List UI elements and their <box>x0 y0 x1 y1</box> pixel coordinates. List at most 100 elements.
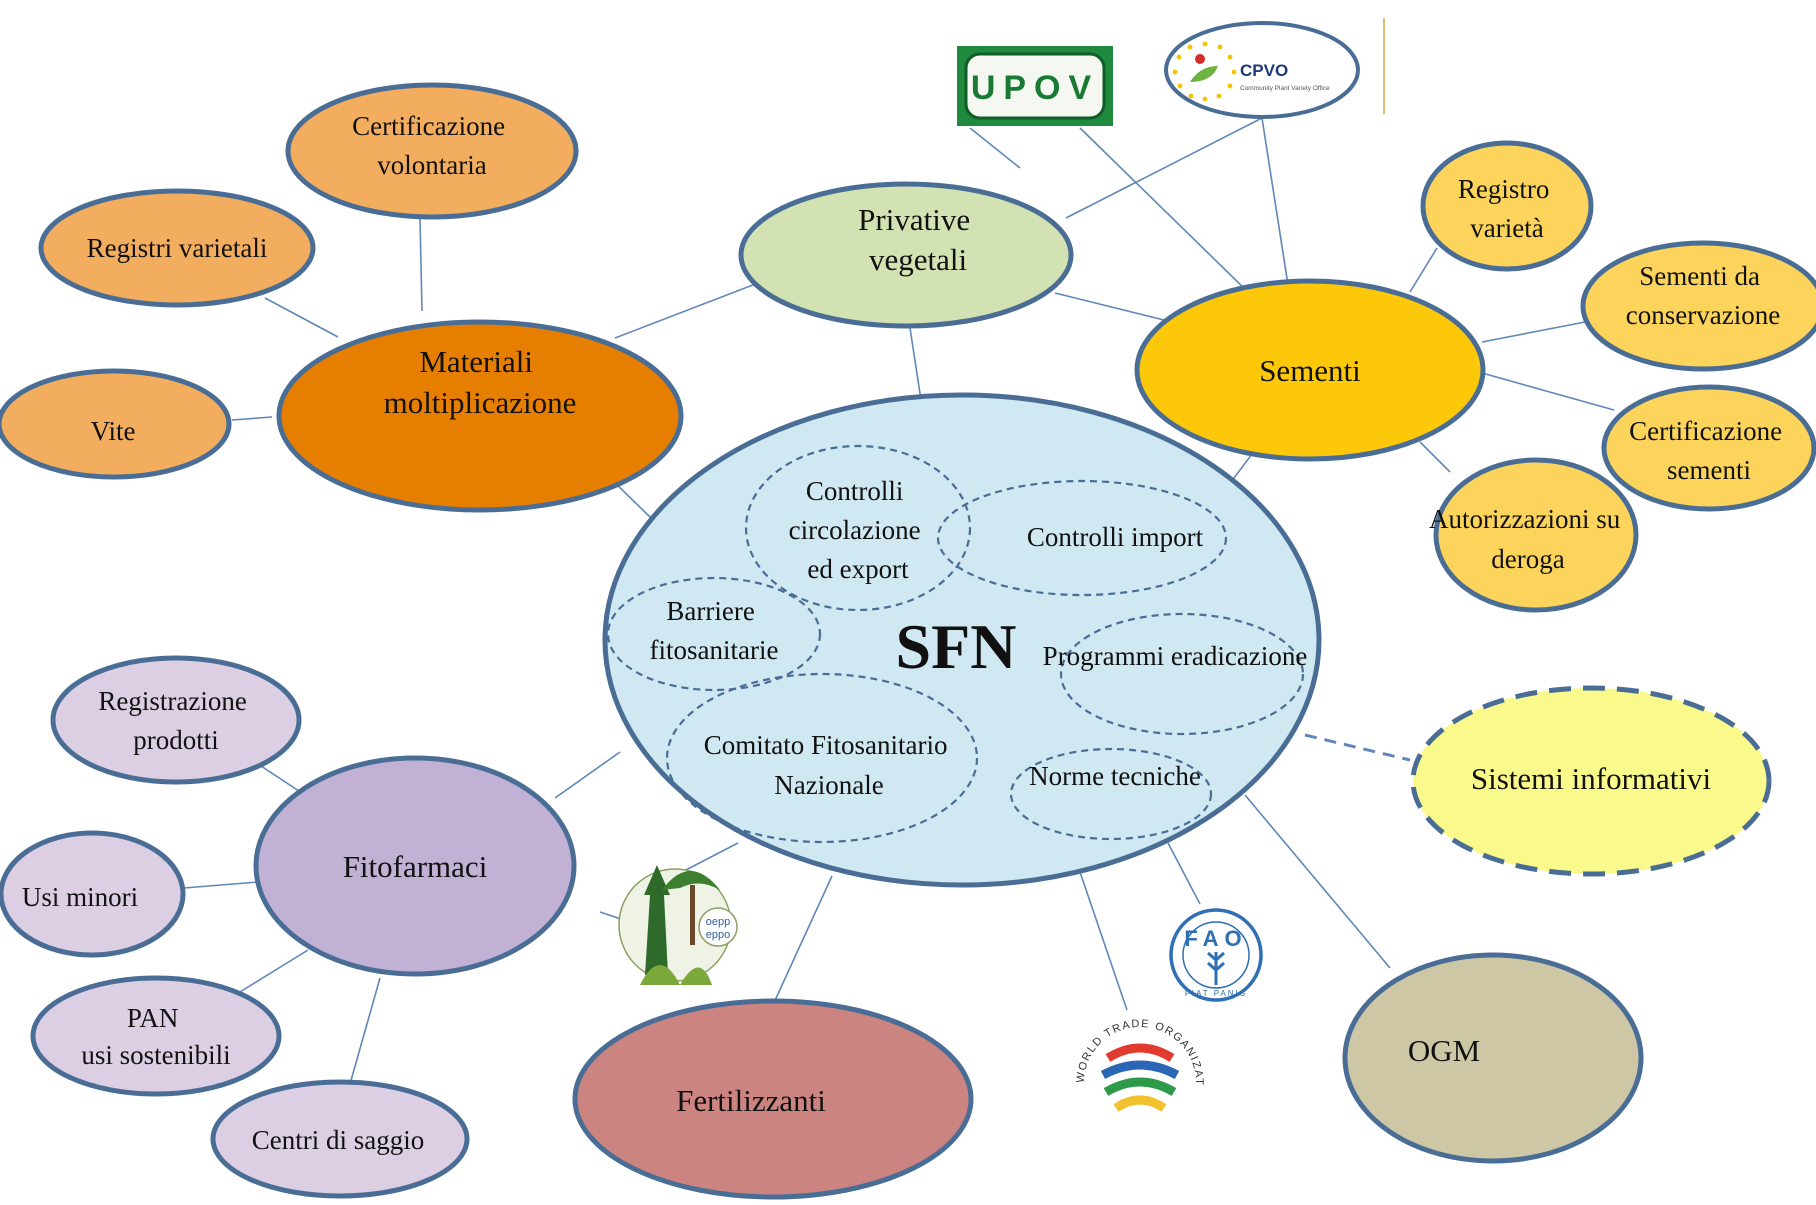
registro-varieta-line2: varietà <box>1470 213 1543 243</box>
fao-logo-motto: FIAT PANIS <box>1185 989 1247 998</box>
eppo-trunk-icon <box>690 885 695 945</box>
barriere-line1: Barriere <box>666 596 754 626</box>
registrazione-prodotti-label: Registrazione prodotti <box>98 686 253 755</box>
programmi-label: Programmi eradicazione <box>1043 641 1308 671</box>
ogm-label: OGM <box>1408 1033 1480 1068</box>
node-registri-varietali[interactable] <box>38 188 316 308</box>
centri-saggio-label: Centri di saggio <box>252 1125 424 1155</box>
registrazione-prodotti-line2: prodotti <box>133 725 219 755</box>
node-sementi[interactable] <box>1134 278 1486 462</box>
autorizzazioni-label: Autorizzazioni su deroga <box>1429 504 1627 574</box>
norme-label: Norme tecniche <box>1029 761 1201 791</box>
fertilizzanti-label: Fertilizzanti <box>676 1083 826 1118</box>
subtopic-barriere[interactable] <box>606 576 822 692</box>
node-certificazione-sementi[interactable] <box>1601 384 1816 512</box>
node-vite[interactable] <box>0 368 232 480</box>
subtopic-controlli-circolazione[interactable] <box>744 444 972 612</box>
connector-cpvo-sementi <box>1261 117 1289 286</box>
registro-varieta-label: Registro varietà <box>1458 174 1556 243</box>
node-sistemi-informativi[interactable] <box>1410 685 1772 877</box>
connector-privative-cpvo <box>1065 117 1263 219</box>
node-ogm[interactable] <box>1342 952 1644 1164</box>
cpvo-logo[interactable]: CPVO Community Plant Variety Office <box>1164 21 1360 119</box>
privative-label-line2: vegetali <box>869 242 968 277</box>
certificazione-volontaria-label: Certificazione volontaria <box>352 111 512 180</box>
upov-logo-frame <box>964 52 1106 120</box>
fao-logo-inner-ring <box>1182 921 1250 989</box>
node-usi-minori[interactable] <box>0 830 186 958</box>
subtopic-norme[interactable] <box>1009 747 1213 841</box>
connector-sfn-ogm <box>1244 794 1391 969</box>
vite-label: Vite <box>91 416 136 446</box>
cpvo-red-dot-icon <box>1195 54 1205 64</box>
materiali-label-line1: Materiali <box>419 344 533 379</box>
connector-sementi-conservazione <box>1481 321 1586 343</box>
materiali-label-line2: moltiplicazione <box>384 385 577 420</box>
eppo-tree-icon <box>644 865 670 975</box>
certificazione-volontaria-line1: Certificazione <box>352 111 505 141</box>
controlli-circolazione-line3: ed export <box>807 554 909 584</box>
connector-fitofarmaci-centri <box>349 977 381 1085</box>
eppo-canopy-icon <box>662 871 720 890</box>
sfn-title: SFN <box>896 611 1017 682</box>
registrazione-prodotti-line1: Registrazione <box>98 686 246 716</box>
sistemi-informativi-label: Sistemi informativi <box>1471 761 1712 796</box>
certificazione-sementi-line1: Certificazione <box>1629 416 1782 446</box>
subtopic-programmi[interactable] <box>1059 612 1305 736</box>
node-centri-di-saggio[interactable] <box>210 1079 470 1199</box>
eppo-logo[interactable]: oepp eppo <box>618 865 738 985</box>
connector-sfn-fitofarmaci <box>554 751 621 799</box>
node-fertilizzanti[interactable] <box>572 998 974 1200</box>
node-materiali-moltiplicazione[interactable] <box>276 319 684 513</box>
connector-sfn-eppo <box>679 842 739 874</box>
wto-band-green <box>1103 1077 1177 1096</box>
connector-materiali-registri <box>264 297 339 338</box>
sementi-conservazione-label: Sementi da conservazione <box>1626 261 1780 330</box>
cpvo-logo-name: CPVO <box>1240 61 1288 80</box>
node-registrazione-prodotti[interactable] <box>50 655 302 785</box>
upov-logo[interactable]: UPOV <box>957 46 1113 126</box>
upov-logo-text: UPOV <box>971 69 1099 107</box>
sementi-conservazione-line2: conservazione <box>1626 300 1780 330</box>
sementi-label: Sementi <box>1259 353 1361 388</box>
wto-band-blue <box>1100 1060 1180 1080</box>
fao-logo-letters: FAO <box>1184 926 1247 951</box>
node-sfn[interactable] <box>602 392 1322 888</box>
eppo-text-bottom: eppo <box>706 929 730 941</box>
connector-sementi-certificazione <box>1481 372 1615 411</box>
node-autorizzazioni-deroga[interactable] <box>1433 457 1639 613</box>
pan-line1: PAN <box>127 1003 179 1033</box>
controlli-import-label: Controlli import <box>1027 522 1204 552</box>
connector-materiali-certificazione <box>419 217 423 312</box>
pan-line2: usi sostenibili <box>81 1040 230 1070</box>
node-sementi-conservazione[interactable] <box>1580 240 1816 372</box>
node-certificazione-volontaria[interactable] <box>285 82 579 220</box>
fao-logo[interactable]: FAO FIAT PANIS <box>1169 908 1263 1002</box>
subtopic-comitato[interactable] <box>665 672 979 844</box>
comitato-line2: Nazionale <box>774 770 883 800</box>
connector-fitofarmaci-usi-minori <box>183 881 259 889</box>
connector-sementi-autorizzazioni <box>1419 441 1451 473</box>
usi-minori-label: Usi minori <box>22 882 138 912</box>
node-privative-vegetali[interactable] <box>738 181 1074 329</box>
node-registro-varieta[interactable] <box>1420 140 1594 272</box>
wto-band-yellow <box>1113 1095 1167 1112</box>
connector-sementi-registro <box>1409 247 1438 293</box>
barriere-line2: fitosanitarie <box>650 635 779 665</box>
cpvo-logo-frame <box>1164 21 1360 119</box>
node-fitofarmaci[interactable] <box>253 755 577 977</box>
certificazione-volontaria-line2: volontaria <box>377 150 486 180</box>
eppo-badge <box>698 907 738 947</box>
pan-label: PAN usi sostenibili <box>81 1003 230 1070</box>
controlli-circolazione-line2: circolazione <box>789 515 921 545</box>
connector-sfn-fertilizzanti <box>771 875 833 1008</box>
comitato-label: Comitato Fitosanitario Nazionale <box>704 730 955 800</box>
node-pan-usi-sostenibili[interactable] <box>30 975 282 1097</box>
subtopic-controlli-import[interactable] <box>936 479 1228 597</box>
autorizzazioni-line2: deroga <box>1491 544 1564 574</box>
fao-wheat-icon <box>1207 951 1225 985</box>
certificazione-sementi-label: Certificazione sementi <box>1629 416 1789 485</box>
cpvo-leaf-icon <box>1190 66 1218 82</box>
connector-upov-sementi <box>1079 127 1249 293</box>
